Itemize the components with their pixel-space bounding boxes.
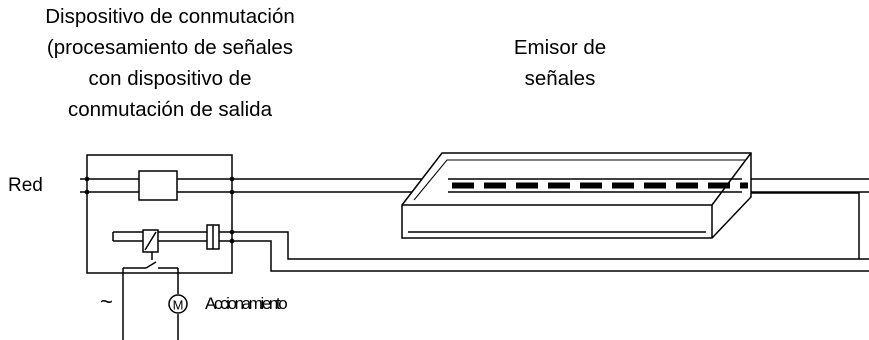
drive-label: Accionamiento [205,294,288,313]
caption-line: con dispositivo de [88,67,252,90]
motor-circle [168,294,188,314]
switching-device-caption: Dispositivo de conmutación (procesamient… [0,1,340,125]
signal-transmitter-housing [401,152,752,239]
output-switch-contact [122,252,179,282]
caption-line: conmutación de salida [68,98,272,121]
sensor-beam-strip [448,178,748,193]
network-label: Red [8,175,43,196]
caption-line: Dispositivo de conmutación [45,5,295,28]
signal-transmitter-caption: Emisor de señales [480,32,640,94]
caption-line: Emisor de [513,36,607,59]
caption-line: (procesamiento de señales [46,36,294,59]
ac-supply-symbol: ~ [100,289,113,314]
signal-processing-unit [138,170,178,201]
network-junction-dots [84,176,235,195]
switching-device-box [86,154,233,274]
caption-line: señales [524,67,596,90]
relay-coil [142,229,159,253]
drive-circuit [122,281,179,340]
signal-cable [232,192,869,272]
motor-symbol: M [173,298,184,313]
terminal-block [206,224,220,250]
